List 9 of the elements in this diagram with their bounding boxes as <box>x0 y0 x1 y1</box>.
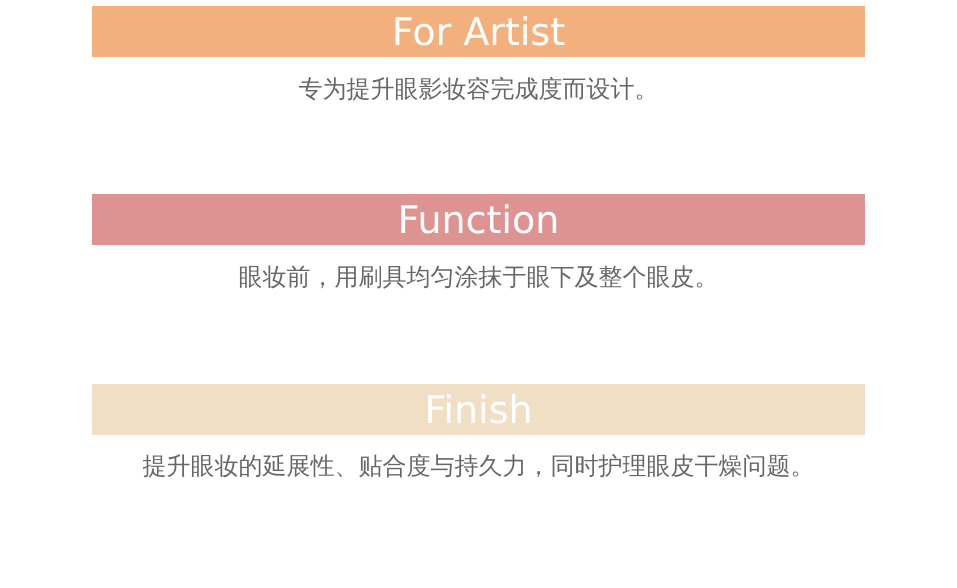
heading-banner <box>92 194 865 245</box>
banner-heading: For Artist <box>392 12 566 50</box>
description-text: 眼妆前，用刷具均匀涂抹于眼下及整个眼皮。 <box>238 262 718 292</box>
description-text: 专为提升眼影妆容完成度而设计。 <box>298 74 658 104</box>
description-text: 提升眼妆的延展性、贴合度与持久力，同时护理眼皮干燥问题。 <box>142 451 814 481</box>
banner-heading: Finish <box>424 390 533 428</box>
banner-heading: Function <box>398 200 560 238</box>
heading-banner <box>92 6 865 57</box>
heading-banner <box>92 384 865 435</box>
